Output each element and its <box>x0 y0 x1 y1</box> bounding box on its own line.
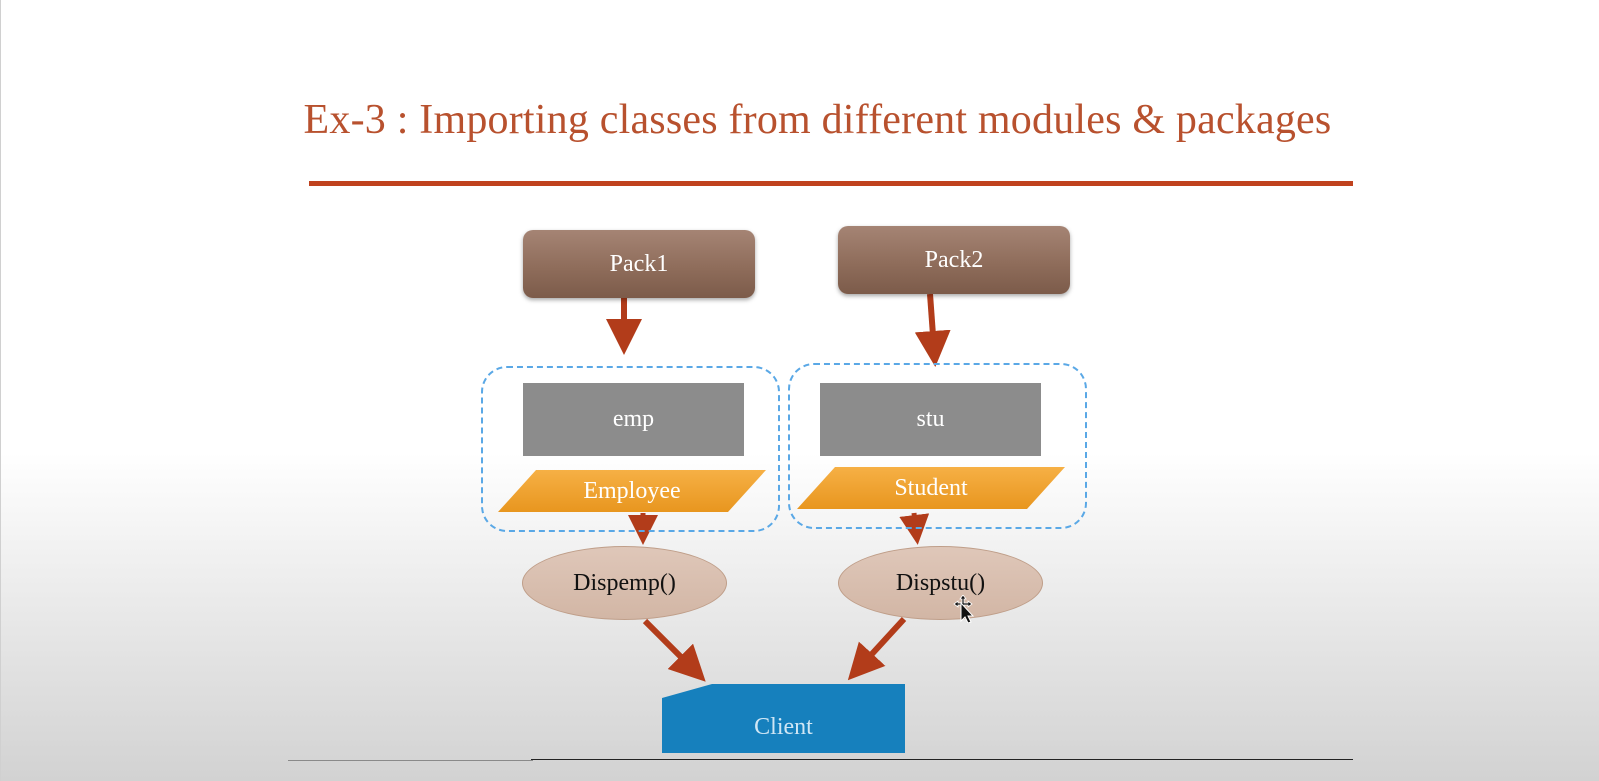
method-dispstu-label: Dispstu() <box>895 569 986 596</box>
module-emp: emp <box>523 383 744 456</box>
method-dispstu: Dispstu() <box>838 546 1043 620</box>
arrow-pack2-to-stu <box>914 293 951 367</box>
class-student-shape <box>797 467 1065 509</box>
method-dispemp-label: Dispemp() <box>573 569 676 596</box>
arrow-dispstu-to-client <box>847 616 907 681</box>
client-shape <box>662 684 905 753</box>
module-stu: stu <box>820 383 1041 456</box>
bottom-rule-right <box>531 759 1353 760</box>
client-label: Client <box>754 714 813 740</box>
arrow-dispemp-to-client <box>642 618 706 682</box>
package-pack1-label: Pack1 <box>609 250 669 277</box>
package-pack2-label: Pack2 <box>924 246 984 273</box>
class-student: Student <box>797 467 1065 509</box>
move-cursor-icon <box>953 595 975 623</box>
module-group-pack2 <box>788 363 1087 529</box>
module-group-pack1 <box>481 366 780 532</box>
slide-title: Ex-3 : Importing classes from different … <box>303 97 1332 143</box>
class-employee-label: Employee <box>583 477 681 504</box>
client-box: Client <box>662 684 905 753</box>
class-employee-shape <box>498 470 766 512</box>
method-dispemp: Dispemp() <box>522 546 727 620</box>
package-pack1: Pack1 <box>523 230 755 298</box>
class-employee: Employee <box>498 470 766 512</box>
title-underline <box>309 181 1353 186</box>
window-edge <box>0 0 1 781</box>
module-emp-label: emp <box>612 406 655 432</box>
bottom-rule-left <box>288 760 533 761</box>
class-student-label: Student <box>894 474 968 501</box>
module-stu-label: stu <box>916 406 945 432</box>
package-pack2: Pack2 <box>838 226 1070 294</box>
